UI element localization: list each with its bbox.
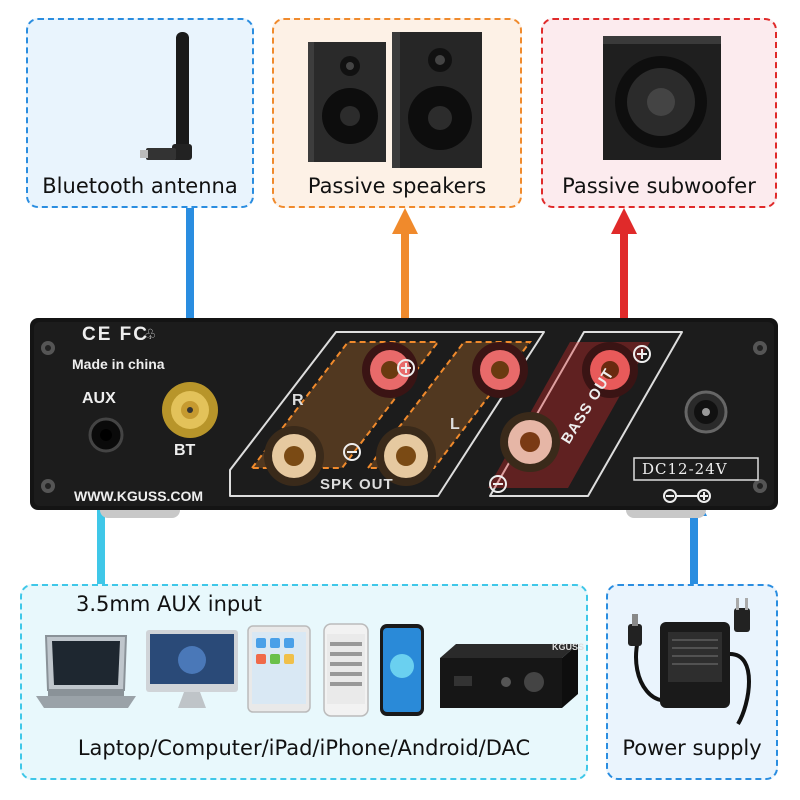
speakers-arrow [392, 208, 418, 328]
dac-brand-label: KGUSS [552, 642, 585, 652]
channel-r-label: R [292, 392, 304, 409]
aux-devices-label: Laptop/Computer/iPad/iPhone/Android/DAC [77, 736, 531, 760]
subwoofer-arrow [611, 208, 637, 328]
spk-out-label: SPK OUT [320, 476, 394, 493]
channel-l-label: L [450, 416, 460, 433]
aux-input-title: 3.5mm AUX input [76, 592, 262, 616]
power-adapter-icon [628, 598, 751, 726]
passive-speakers-box: Passive speakers [272, 18, 522, 208]
subwoofer-icon [603, 36, 721, 160]
passive-speakers-label: Passive speakers [307, 174, 487, 198]
laptop-icon [36, 635, 136, 708]
bt-label: BT [174, 442, 196, 459]
bluetooth-antenna-box: Bluetooth antenna [26, 18, 254, 208]
bookshelf-speakers-icon [308, 32, 482, 168]
bluetooth-antenna-icon [140, 32, 192, 160]
dc-voltage-label: DC12-24V [642, 460, 728, 478]
desktop-computer-icon [146, 630, 238, 708]
aux-label: AUX [82, 390, 116, 407]
passive-subwoofer-label: Passive subwoofer [562, 174, 756, 198]
power-supply-label: Power supply [622, 736, 762, 760]
aux-input-box: 3.5mm AUX input KGUSS [20, 584, 588, 780]
passive-subwoofer-box: Passive subwoofer [541, 18, 777, 208]
android-phone-icon [380, 624, 424, 716]
origin-label: Made in china [72, 356, 165, 372]
dac-icon [440, 644, 578, 708]
power-supply-box: Power supply [606, 584, 778, 780]
website-label: WWW.KGUSS.COM [74, 488, 204, 504]
rohs-icon: ♧ [144, 326, 157, 342]
certification-marks: CE FC [82, 324, 149, 345]
iphone-icon [323, 623, 369, 717]
amplifier-rear-panel: CE FC ♧ Made in china AUX BT WWW.KGUSS.C… [30, 318, 778, 522]
bluetooth-antenna-label: Bluetooth antenna [42, 174, 238, 198]
tablet-icon [247, 625, 311, 713]
